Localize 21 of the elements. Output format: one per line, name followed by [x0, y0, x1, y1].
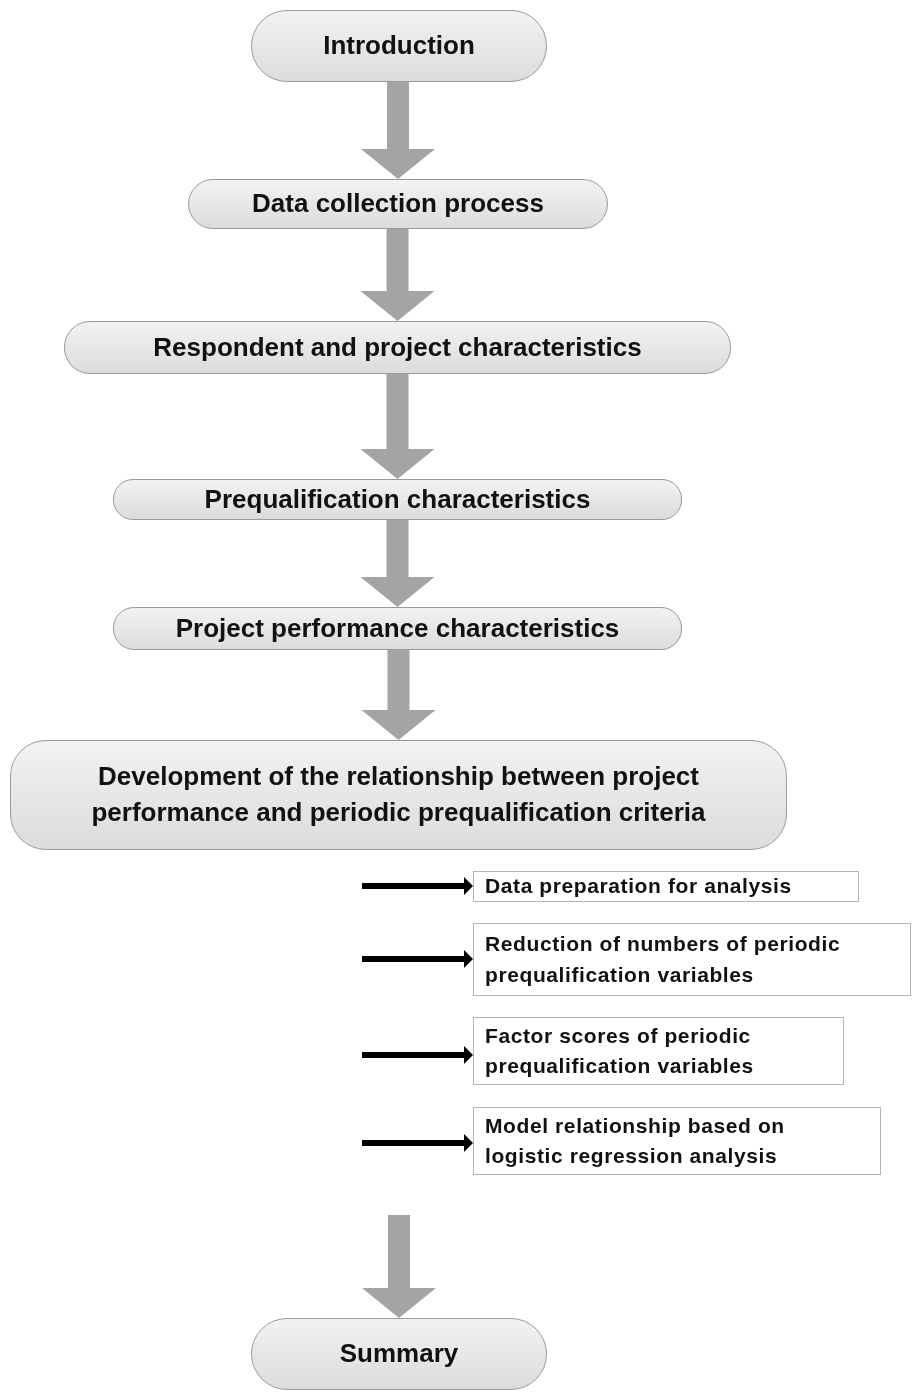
block-arrow: [360, 374, 435, 479]
rounded-step-box: Data collection process: [188, 179, 608, 229]
arrow: [362, 1046, 473, 1064]
step-box: Factor scores of periodic prequalification variables: [473, 1017, 844, 1085]
rounded-step-box: Prequalification characteristics: [113, 479, 682, 520]
step-box: Reduction of numbers of periodic prequalification variables: [473, 923, 911, 996]
arrow: [362, 950, 473, 968]
block-arrow: [361, 82, 435, 179]
step-box: Data preparation for analysis: [473, 871, 859, 902]
rounded-step-box: Summary: [251, 1318, 547, 1390]
block-arrow: [360, 520, 435, 607]
rounded-step-box: Respondent and project characteristics: [64, 321, 731, 374]
arrow: [362, 1134, 473, 1152]
step-box: Model relationship based on logistic regression analysis: [473, 1107, 881, 1175]
rounded-step-box: Development of the relationship between project performance and periodic prequalification criteria: [10, 740, 787, 850]
rounded-step-box: Introduction: [251, 10, 547, 82]
block-arrow: [361, 650, 436, 740]
block-arrow: [360, 229, 435, 321]
arrow: [362, 877, 473, 895]
rounded-step-box: Project performance characteristics: [113, 607, 682, 650]
block-arrow: [362, 1215, 436, 1318]
